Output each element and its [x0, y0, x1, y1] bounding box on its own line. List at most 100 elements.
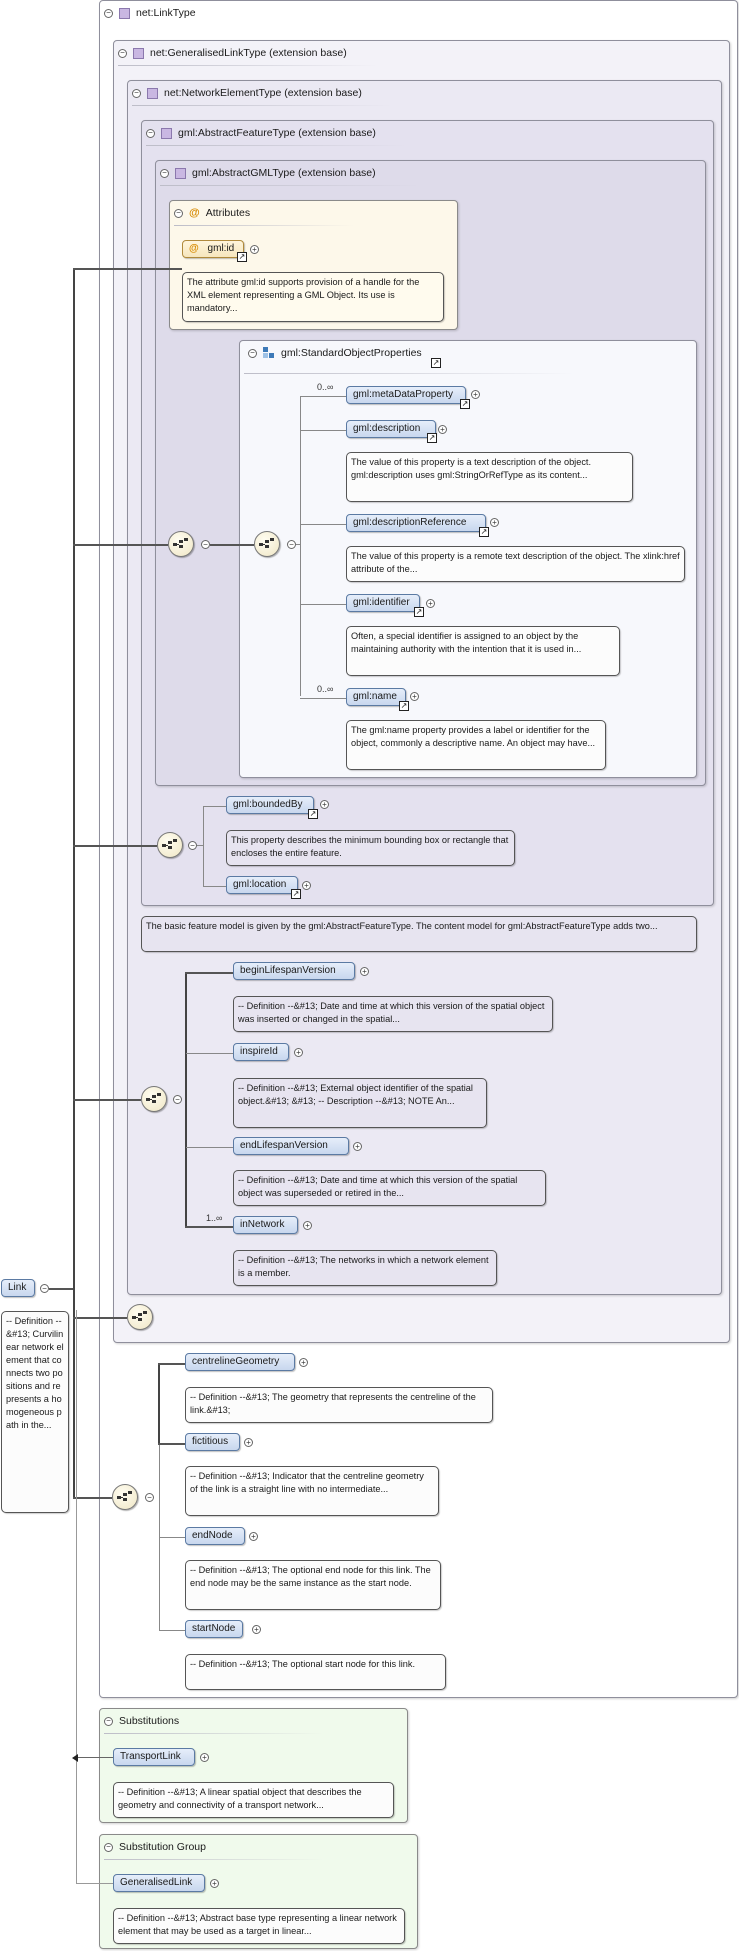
jump-link-icon[interactable]: ↗: [479, 527, 489, 537]
extension-title: gml:AbstractFeatureType (extension base): [178, 127, 376, 139]
connector-line: [76, 1883, 113, 1884]
gml-description-note: The value of this property is a text des…: [346, 452, 633, 502]
connector-line: [159, 1537, 185, 1538]
connector-line: [73, 268, 182, 270]
expand-icon[interactable]: +: [303, 1221, 312, 1230]
gml-location-element[interactable]: gml:location: [226, 876, 298, 894]
link-element[interactable]: Link: [1, 1279, 35, 1297]
collapse-icon[interactable]: −: [201, 540, 210, 549]
transportlink-element[interactable]: TransportLink: [113, 1748, 195, 1766]
expand-icon[interactable]: +: [244, 1438, 253, 1447]
generalisedlink-element[interactable]: GeneralisedLink: [113, 1874, 205, 1892]
cardinality-label: 0..∞: [317, 382, 334, 392]
sequence-compositor-icon[interactable]: [141, 1086, 167, 1112]
expand-icon[interactable]: +: [438, 425, 447, 434]
connector-line: [73, 1099, 141, 1101]
jump-link-icon[interactable]: ↗: [237, 252, 247, 262]
collapse-icon[interactable]: −: [104, 1842, 113, 1852]
centrelinegeometry-element[interactable]: centrelineGeometry: [185, 1353, 295, 1371]
group-title: gml:StandardObjectProperties: [281, 347, 422, 359]
connector-line: [300, 430, 346, 431]
complex-type-icon: [133, 47, 144, 59]
attribute-label: gml:id: [207, 243, 235, 254]
collapse-icon[interactable]: −: [145, 1493, 154, 1502]
collapse-icon[interactable]: −: [104, 8, 113, 18]
connector-line: [300, 396, 301, 696]
collapse-icon[interactable]: −: [188, 841, 197, 850]
collapse-icon[interactable]: −: [146, 128, 155, 138]
connector-line: [300, 698, 346, 699]
substitutions-title: Substitutions: [119, 1715, 180, 1727]
expand-icon[interactable]: +: [250, 245, 259, 254]
centrelinegeometry-note: -- Definition --&#13; The geometry that …: [185, 1387, 493, 1423]
extension-title: net:NetworkElementType (extension base): [164, 87, 362, 99]
connector-line: [210, 544, 254, 546]
jump-link-icon[interactable]: ↗: [308, 809, 318, 819]
collapse-icon[interactable]: −: [104, 1716, 113, 1726]
startnode-element[interactable]: startNode: [185, 1620, 243, 1638]
gml-metadataproperty-element[interactable]: gml:metaDataProperty: [346, 386, 466, 404]
expand-icon[interactable]: +: [471, 390, 480, 399]
collapse-icon[interactable]: −: [248, 348, 257, 358]
jump-link-icon[interactable]: ↗: [460, 399, 470, 409]
gml-id-attribute[interactable]: @ gml:id: [182, 240, 244, 258]
connector-line: [300, 396, 346, 397]
sequence-compositor-icon[interactable]: [254, 531, 280, 557]
jump-link-icon[interactable]: ↗: [291, 889, 301, 899]
collapse-icon[interactable]: −: [40, 1284, 49, 1293]
collapse-icon[interactable]: −: [160, 168, 169, 178]
collapse-icon[interactable]: −: [287, 540, 296, 549]
sequence-compositor-icon[interactable]: [157, 832, 183, 858]
jump-link-icon[interactable]: ↗: [431, 358, 441, 368]
gml-identifier-element[interactable]: gml:identifier: [346, 594, 420, 612]
expand-icon[interactable]: +: [200, 1753, 209, 1762]
expand-icon[interactable]: +: [410, 692, 419, 701]
sequence-compositor-icon[interactable]: [168, 531, 194, 557]
expand-icon[interactable]: +: [249, 1532, 258, 1541]
gml-name-element[interactable]: gml:name: [346, 688, 406, 706]
beginlifespanversion-element[interactable]: beginLifespanVersion: [233, 962, 355, 980]
gml-id-note: The attribute gml:id supports provision …: [182, 272, 444, 322]
gml-descriptionreference-element[interactable]: gml:descriptionReference: [346, 514, 486, 532]
expand-icon[interactable]: +: [490, 518, 499, 527]
expand-icon[interactable]: +: [210, 1879, 219, 1888]
jump-link-icon[interactable]: ↗: [427, 433, 437, 443]
abstract-feature-note: The basic feature model is given by the …: [141, 916, 697, 952]
endnode-element[interactable]: endNode: [185, 1527, 245, 1545]
group-icon: [263, 347, 275, 359]
expand-icon[interactable]: +: [294, 1048, 303, 1057]
collapse-icon[interactable]: −: [174, 208, 183, 218]
expand-icon[interactable]: +: [353, 1142, 362, 1151]
gml-boundedby-element[interactable]: gml:boundedBy: [226, 796, 314, 814]
connector-line: [158, 1363, 160, 1445]
collapse-icon[interactable]: −: [132, 88, 141, 98]
endlifespanversion-element[interactable]: endLifespanVersion: [233, 1137, 349, 1155]
connector-line: [185, 1226, 233, 1228]
expand-icon[interactable]: +: [320, 800, 329, 809]
arrow-left-icon: [72, 1754, 78, 1762]
gml-descriptionreference-note: The value of this property is a remote t…: [346, 546, 685, 582]
sequence-compositor-icon[interactable]: [127, 1304, 153, 1330]
cardinality-label: 0..∞: [317, 684, 334, 694]
expand-icon[interactable]: +: [302, 881, 311, 890]
attribute-icon: @: [189, 207, 200, 219]
connector-line: [73, 268, 75, 1498]
expand-icon[interactable]: +: [360, 967, 369, 976]
jump-link-icon[interactable]: ↗: [414, 607, 424, 617]
expand-icon[interactable]: +: [299, 1358, 308, 1367]
expand-icon[interactable]: +: [252, 1625, 261, 1634]
fictitious-element[interactable]: fictitious: [185, 1433, 240, 1451]
connector-line: [300, 524, 346, 525]
collapse-icon[interactable]: −: [173, 1095, 182, 1104]
gml-description-element[interactable]: gml:description: [346, 420, 436, 438]
collapse-icon[interactable]: −: [118, 48, 127, 58]
inspireid-element[interactable]: inspireId: [233, 1043, 289, 1061]
sequence-compositor-icon[interactable]: [112, 1484, 138, 1510]
inspireid-note: -- Definition --&#13; External object id…: [233, 1078, 487, 1128]
innetwork-element[interactable]: inNetwork: [233, 1216, 298, 1234]
type-title: net:LinkType: [136, 7, 196, 19]
complex-type-icon: [175, 167, 186, 179]
expand-icon[interactable]: +: [426, 599, 435, 608]
gml-boundedby-note: This property describes the minimum boun…: [226, 830, 515, 866]
jump-link-icon[interactable]: ↗: [399, 701, 409, 711]
